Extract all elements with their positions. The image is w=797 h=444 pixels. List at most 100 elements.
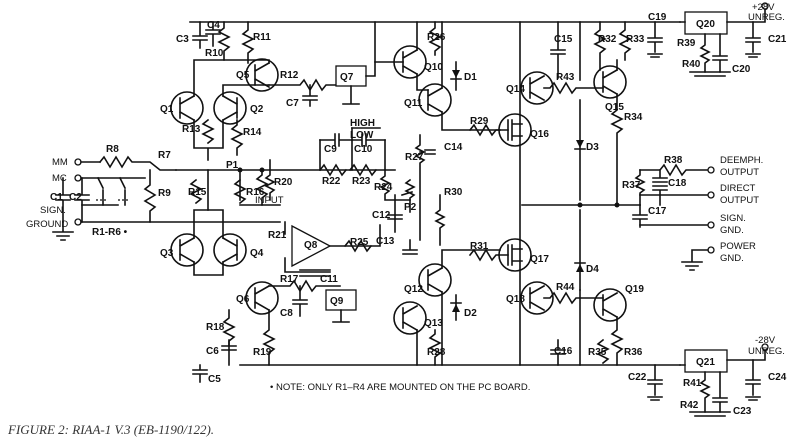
- label-Q17: Q17: [530, 254, 549, 265]
- label-Q18: Q18: [506, 294, 525, 305]
- label-R7: R7: [158, 150, 171, 161]
- label-R15: R15: [188, 187, 207, 198]
- q6-symbol: [245, 281, 279, 315]
- label-C14: C14: [444, 142, 463, 153]
- direct-output-terminal: [707, 191, 715, 199]
- label-R20: R20: [274, 177, 293, 188]
- label-D1: D1: [464, 72, 477, 83]
- ground-terminal: [74, 218, 82, 226]
- figure-caption: FIGURE 2: RIAA-1 V.3 (EB-1190/122).: [8, 422, 215, 437]
- minus28-terminal: [761, 343, 769, 351]
- opamp-q8: [284, 127, 416, 277]
- label-R8: R8: [106, 144, 119, 155]
- label-plus28: +28V: [752, 2, 775, 13]
- driver-stage: [374, 21, 501, 366]
- label-P1: P1: [226, 160, 239, 171]
- label-power-gnd: GND.: [720, 253, 744, 264]
- label-Q12: Q12: [404, 284, 423, 295]
- label-R16: R16: [246, 187, 265, 198]
- label-C11: C11: [320, 274, 338, 285]
- label-R13: R13: [182, 124, 201, 135]
- pcb-note: • NOTE: ONLY R1–R4 ARE MOUNTED ON THE PC…: [270, 382, 530, 393]
- label-Q3: Q3: [160, 248, 174, 259]
- label-R23: R23: [352, 176, 371, 187]
- label-R14: R14: [243, 127, 262, 138]
- label-R40: R40: [682, 59, 701, 70]
- q13-symbol: [393, 301, 427, 335]
- label-deemph-output: OUTPUT: [720, 167, 759, 178]
- output-stage: [468, 21, 641, 366]
- label-C19: C19: [648, 12, 667, 23]
- plus28-terminal: [761, 2, 769, 10]
- deemph-output-terminal: [707, 166, 715, 174]
- q11-symbol: [418, 83, 452, 117]
- q18-symbol: [520, 281, 554, 315]
- label-R25: R25: [350, 237, 369, 248]
- label-C6: C6: [206, 346, 219, 357]
- label-R39: R39: [677, 38, 696, 49]
- label-Q7: Q7: [340, 72, 354, 83]
- label-R38: R38: [664, 155, 683, 166]
- q1-symbol: [170, 91, 204, 125]
- label-R43: R43: [556, 72, 575, 83]
- label-R44: R44: [556, 282, 575, 293]
- label-unreg-bottom: UNREG.: [748, 346, 785, 357]
- label-C9: C9: [324, 144, 337, 155]
- label-minus28: -28V: [755, 335, 776, 346]
- label-R42: R42: [680, 400, 699, 411]
- label-C1: C1: [50, 192, 63, 203]
- label-R11: R11: [253, 32, 271, 43]
- label-C17: C17: [648, 206, 667, 217]
- label-R24: R24: [374, 182, 393, 193]
- label-R30: R30: [444, 187, 463, 198]
- q12-symbol: [418, 263, 452, 297]
- label-C22: C22: [628, 372, 647, 383]
- label-C18: C18: [668, 178, 687, 189]
- label-mm: MM: [52, 157, 68, 168]
- output-network: [632, 163, 715, 271]
- label-R37: R37: [622, 180, 641, 191]
- q5-symbol: [245, 58, 279, 92]
- q15-symbol: [593, 65, 627, 99]
- q4-symbol: [213, 233, 247, 267]
- q14-symbol: [520, 71, 554, 105]
- q3-symbol: [170, 233, 204, 267]
- label-C16: C16: [554, 346, 573, 357]
- sign-gnd-terminal: [707, 221, 715, 229]
- label-P2: P2: [404, 202, 417, 213]
- label-C5: C5: [208, 374, 221, 385]
- label-high: HIGH: [350, 118, 375, 129]
- label-C10: C10: [354, 144, 373, 155]
- label-deemph: DEEMPH.: [720, 155, 763, 166]
- label-Q8: Q8: [304, 240, 318, 251]
- label-R26: R26: [427, 32, 446, 43]
- label-C24: C24: [768, 372, 787, 383]
- label-R28: R28: [427, 347, 446, 358]
- label-R9: R9: [158, 188, 171, 199]
- label-C2: C2: [69, 192, 82, 203]
- label-Q14: Q14: [506, 84, 525, 95]
- label-Q9: Q9: [330, 296, 344, 307]
- label-Q11: Q11: [404, 98, 423, 109]
- label-R22: R22: [322, 176, 341, 187]
- label-R19: R19: [253, 347, 272, 358]
- label-C23: C23: [733, 406, 752, 417]
- label-R33: R33: [626, 34, 645, 45]
- label-C8: C8: [280, 308, 293, 319]
- input-section: [52, 155, 281, 241]
- label-R34: R34: [624, 112, 643, 123]
- label-Q4: Q4: [250, 248, 264, 259]
- label-Q5: Q5: [236, 70, 250, 81]
- label-sign-gnd: SIGN.: [720, 213, 746, 224]
- label-R17: R17: [280, 274, 299, 285]
- label-Q21: Q21: [696, 357, 715, 368]
- label-C7: C7: [286, 98, 299, 109]
- label-direct: DIRECT: [720, 183, 756, 194]
- label-R21: R21: [268, 230, 287, 241]
- label-D3: D3: [586, 142, 599, 153]
- label-C4: C4: [207, 20, 220, 31]
- label-C20: C20: [732, 64, 751, 75]
- label-Q6: Q6: [236, 294, 250, 305]
